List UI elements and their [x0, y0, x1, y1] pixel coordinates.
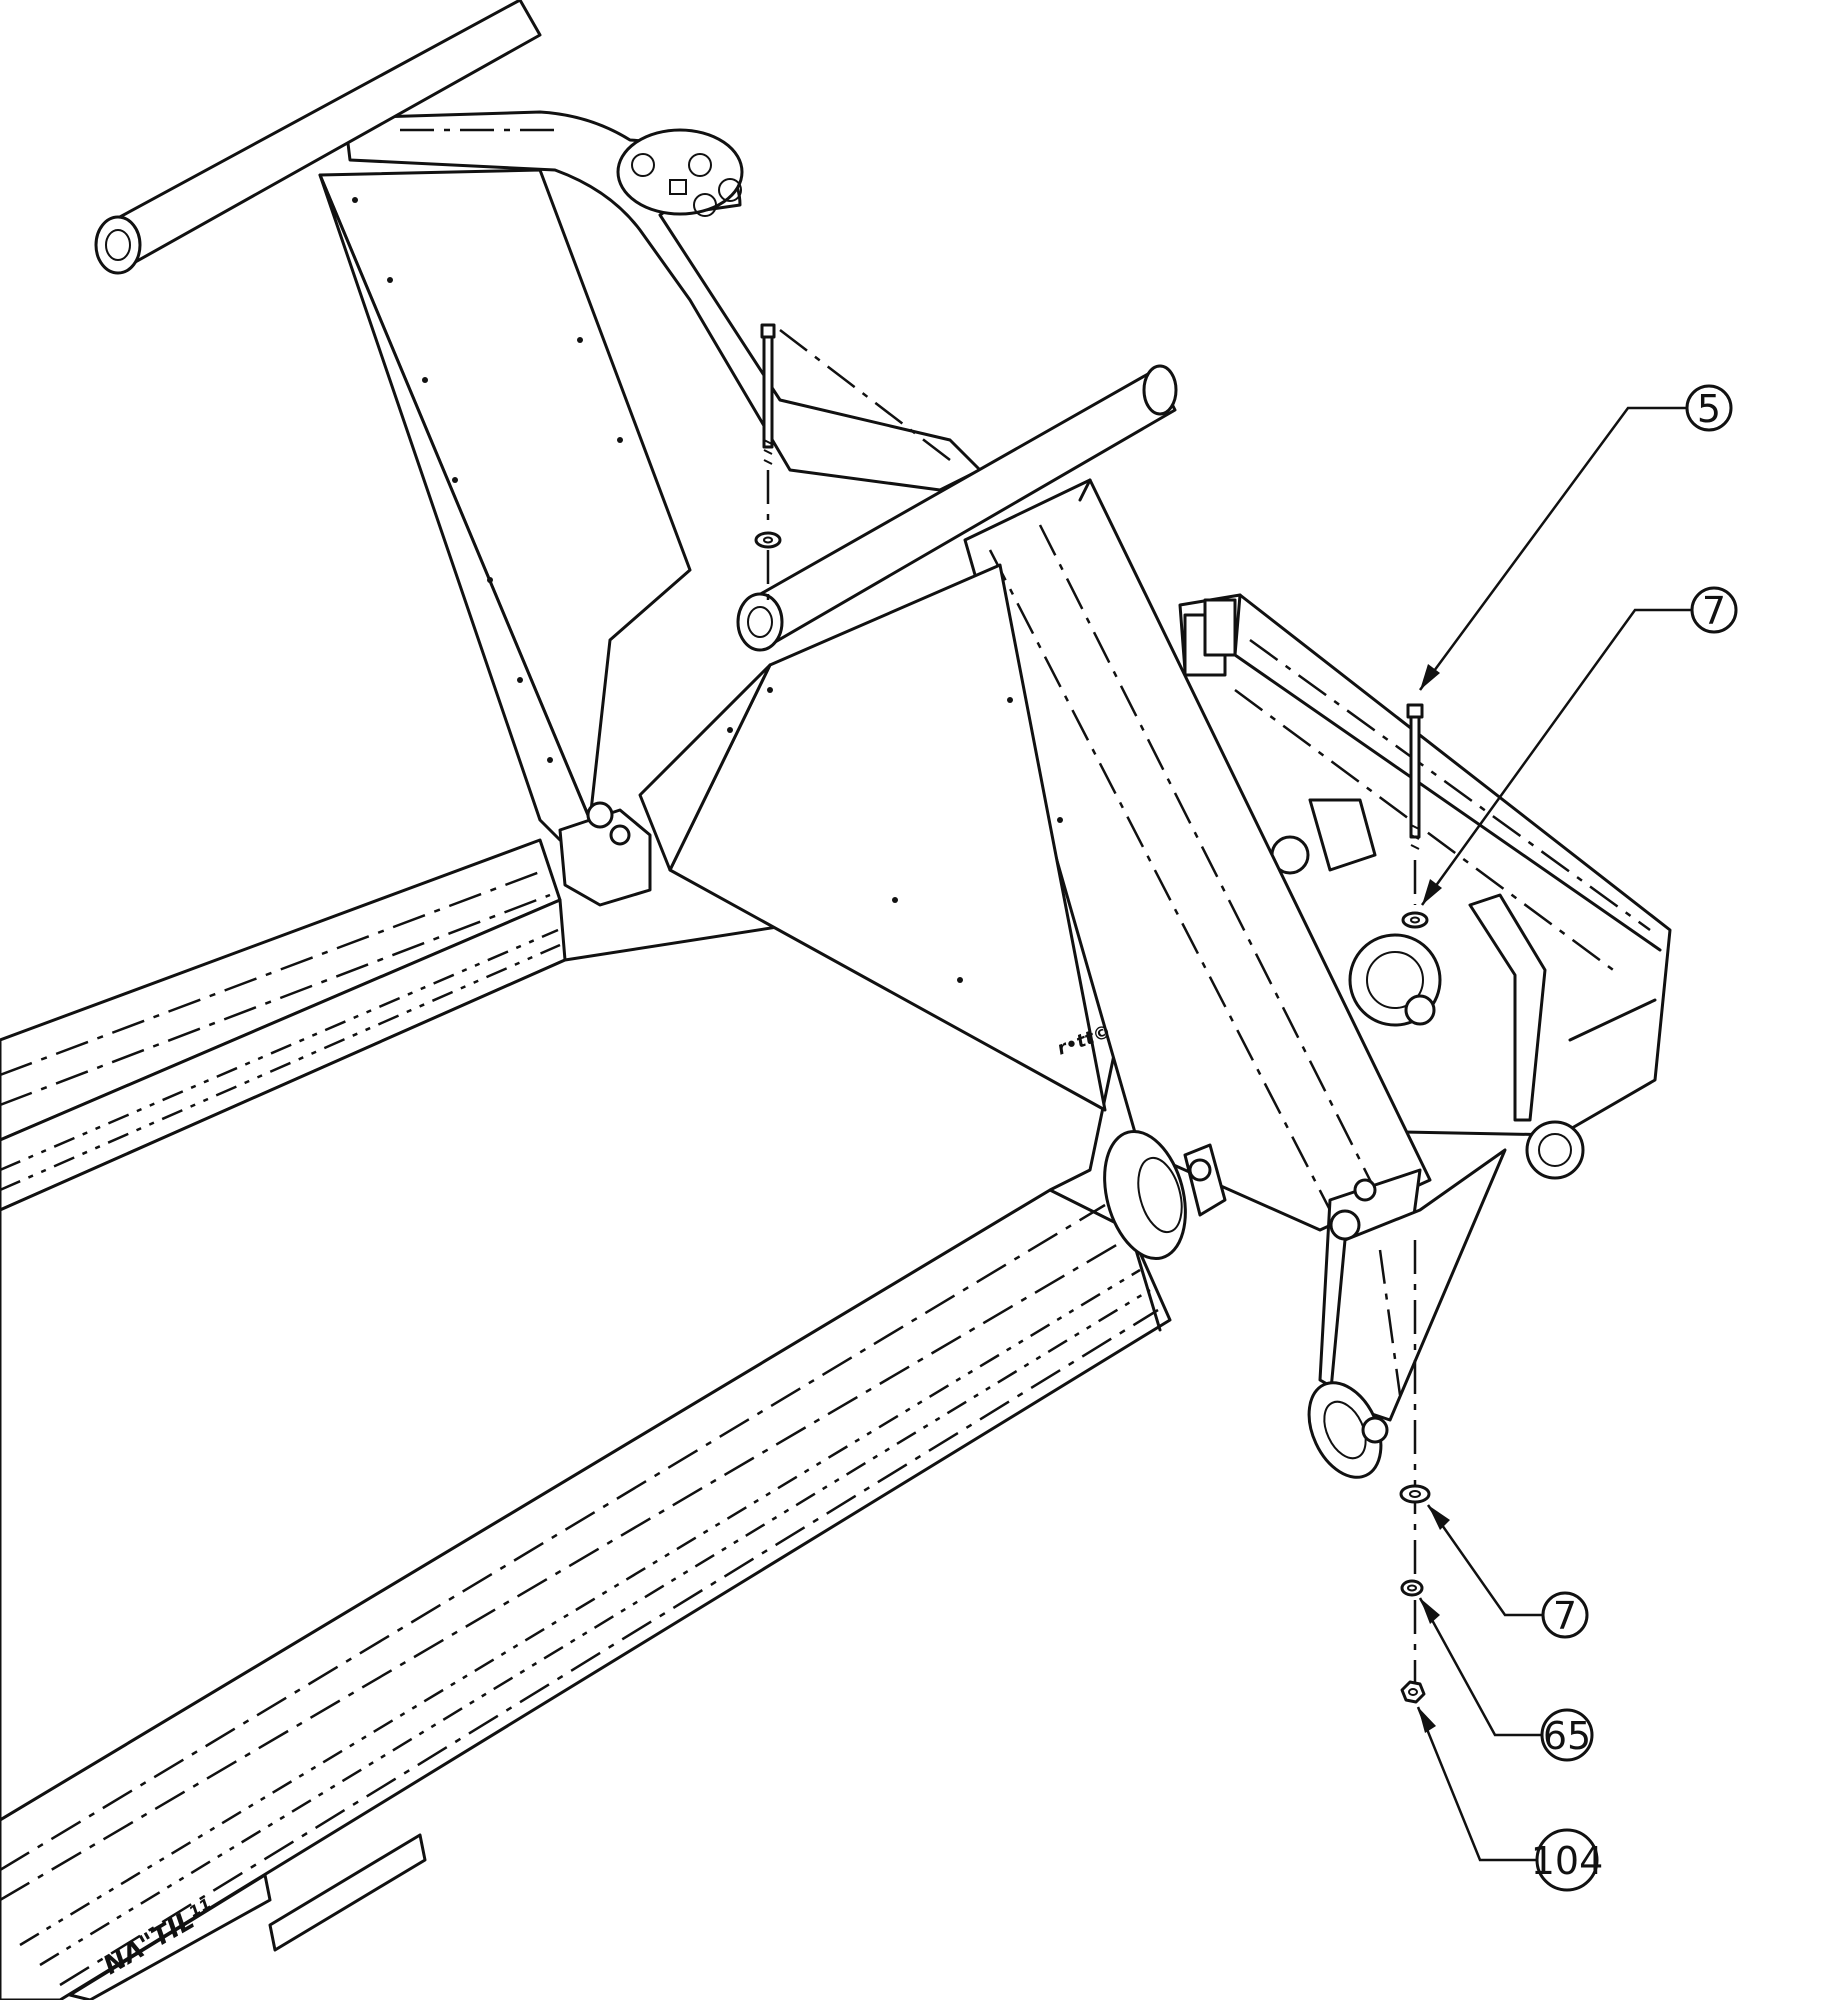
rear-hinge-block [558, 801, 652, 907]
lock-washer [1400, 1579, 1424, 1597]
handlebar-arm [343, 110, 982, 492]
callout-7-lower-label: 7 [1553, 1594, 1577, 1638]
console-panel [318, 168, 692, 842]
callout-7-lower: 7 [1426, 1504, 1589, 1639]
callout-7-upper-label: 7 [1702, 589, 1726, 633]
callout-104-label: 104 [1531, 1839, 1604, 1883]
rear-grip-bar [94, 0, 542, 275]
hex-nut [1400, 1680, 1426, 1704]
callout-5: 5 [1418, 384, 1733, 691]
front-bolt [1406, 703, 1424, 905]
callout-7-upper: 7 [1420, 586, 1738, 906]
callout-65: 65 [1418, 1597, 1594, 1762]
wheel-bracket [1307, 1148, 1507, 1479]
callout-104: 104 [1416, 1706, 1604, 1892]
callout-65-label: 65 [1543, 1714, 1591, 1758]
washer-lower [1399, 1484, 1431, 1504]
callout-5-label: 5 [1697, 387, 1721, 431]
front-grip-bar [736, 364, 1178, 652]
rear-bolt [754, 323, 782, 610]
right-side-rail: NA"TIL¹¹ [0, 1188, 1172, 2000]
middle-roller [1103, 1129, 1227, 1261]
washer-upper [1401, 911, 1429, 929]
